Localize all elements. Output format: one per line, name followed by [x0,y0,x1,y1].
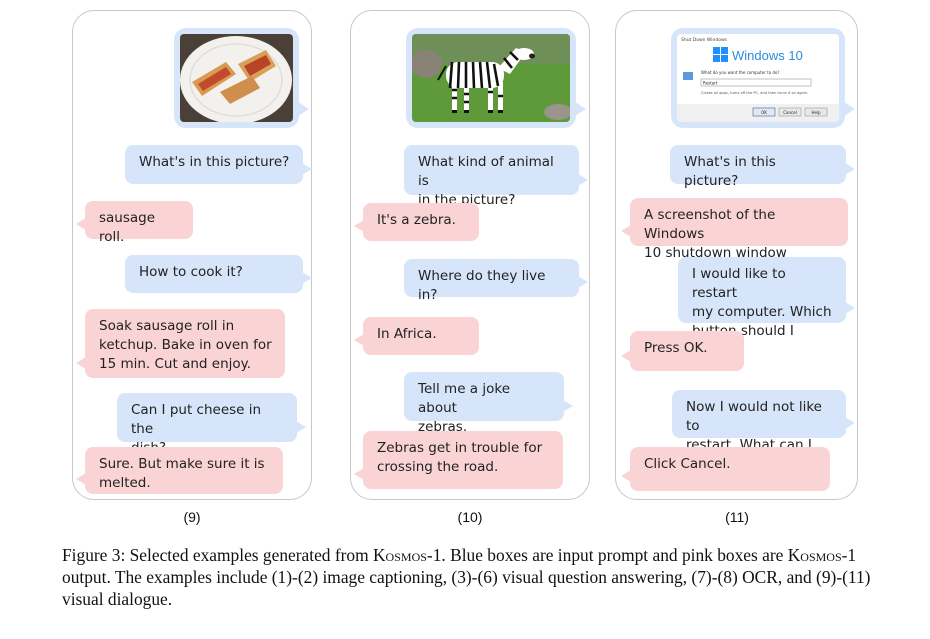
dialog-description: Closes all apps, turns off the PC, and t… [701,91,808,95]
message-user-2: I would like to restart my computer. Whi… [678,257,855,358]
dialog-help-label: Help [811,110,821,115]
dialog-ok-label: OK [761,110,767,115]
message-user-1: What kind of animal is in the picture? [404,145,588,208]
dialogue-panel-9: What's in this picture? sausage roll. Ho… [72,10,312,500]
caption-model-suffix-2: -1 [841,545,857,565]
panel-label-11: (11) [725,509,749,525]
image-bubble-zebra [406,28,586,128]
sausage-roll-photo [180,34,293,122]
zebra-photo [412,34,570,122]
message-bot-2: Press OK. [621,331,744,371]
dialog-dropdown-value: Restart [703,81,718,86]
message-user-3: Tell me a joke about zebras. [404,372,573,435]
figure-caption: Figure 3: Selected examples generated fr… [62,544,882,610]
panel-label-10: (10) [457,509,483,525]
message-bot-1: A screenshot of the Windows 10 shutdown … [621,198,848,261]
zebra-figure [437,48,535,113]
message-bot-2: Soak sausage roll in ketchup. Bake in ov… [76,309,285,378]
dialog-question: What do you want the computer to do? [701,70,780,75]
message-bot-2: In Africa. [354,317,479,355]
message-user-1: What's in this picture? [125,145,312,184]
windows-logo-icon [713,47,728,62]
panel-label-9: (9) [183,509,201,525]
message-bot-1: It's a zebra. [354,203,479,241]
message-bot-3: Zebras get in trouble for crossing the r… [354,431,563,489]
message-user-2: Where do they live in? [404,259,588,303]
message-bot-3: Click Cancel. [621,447,830,491]
caption-model-suffix: -1 [426,545,442,565]
caption-middle-2: output. The examples include (1)-(2) ima… [62,567,871,609]
message-bot-1: sausage roll. [76,201,193,245]
image-bubble-sausage-roll [174,28,309,128]
message-user-1: What's in this picture? [670,145,855,189]
caption-model-name-2: Kosmos [787,545,842,565]
dialogue-panel-10: What kind of animal is in the picture? I… [350,10,590,500]
message-user-3: Now I would not like to restart. What ca… [672,390,855,472]
caption-prefix: Figure 3: Selected examples generated fr… [62,545,373,565]
message-user-2: How to cook it? [125,255,312,293]
image-bubble-windows-dialog: Shut Down Windows Windows 10 What do you… [671,28,855,128]
windows-shutdown-screenshot: Shut Down Windows Windows 10 What do you… [677,34,839,122]
message-user-3: Can I put cheese in the dish? [117,393,306,456]
dialog-title-text: Shut Down Windows [681,37,728,43]
dialogue-panel-11: Shut Down Windows Windows 10 What do you… [615,10,858,500]
dialog-cancel-label: Cancel [783,110,797,115]
message-bot-3: Sure. But make sure it is melted. [76,447,283,494]
caption-model-name: Kosmos [373,545,427,565]
windows-logo-text: Windows 10 [732,48,803,63]
caption-middle-1: . Blue boxes are input prompt and pink b… [441,545,788,565]
